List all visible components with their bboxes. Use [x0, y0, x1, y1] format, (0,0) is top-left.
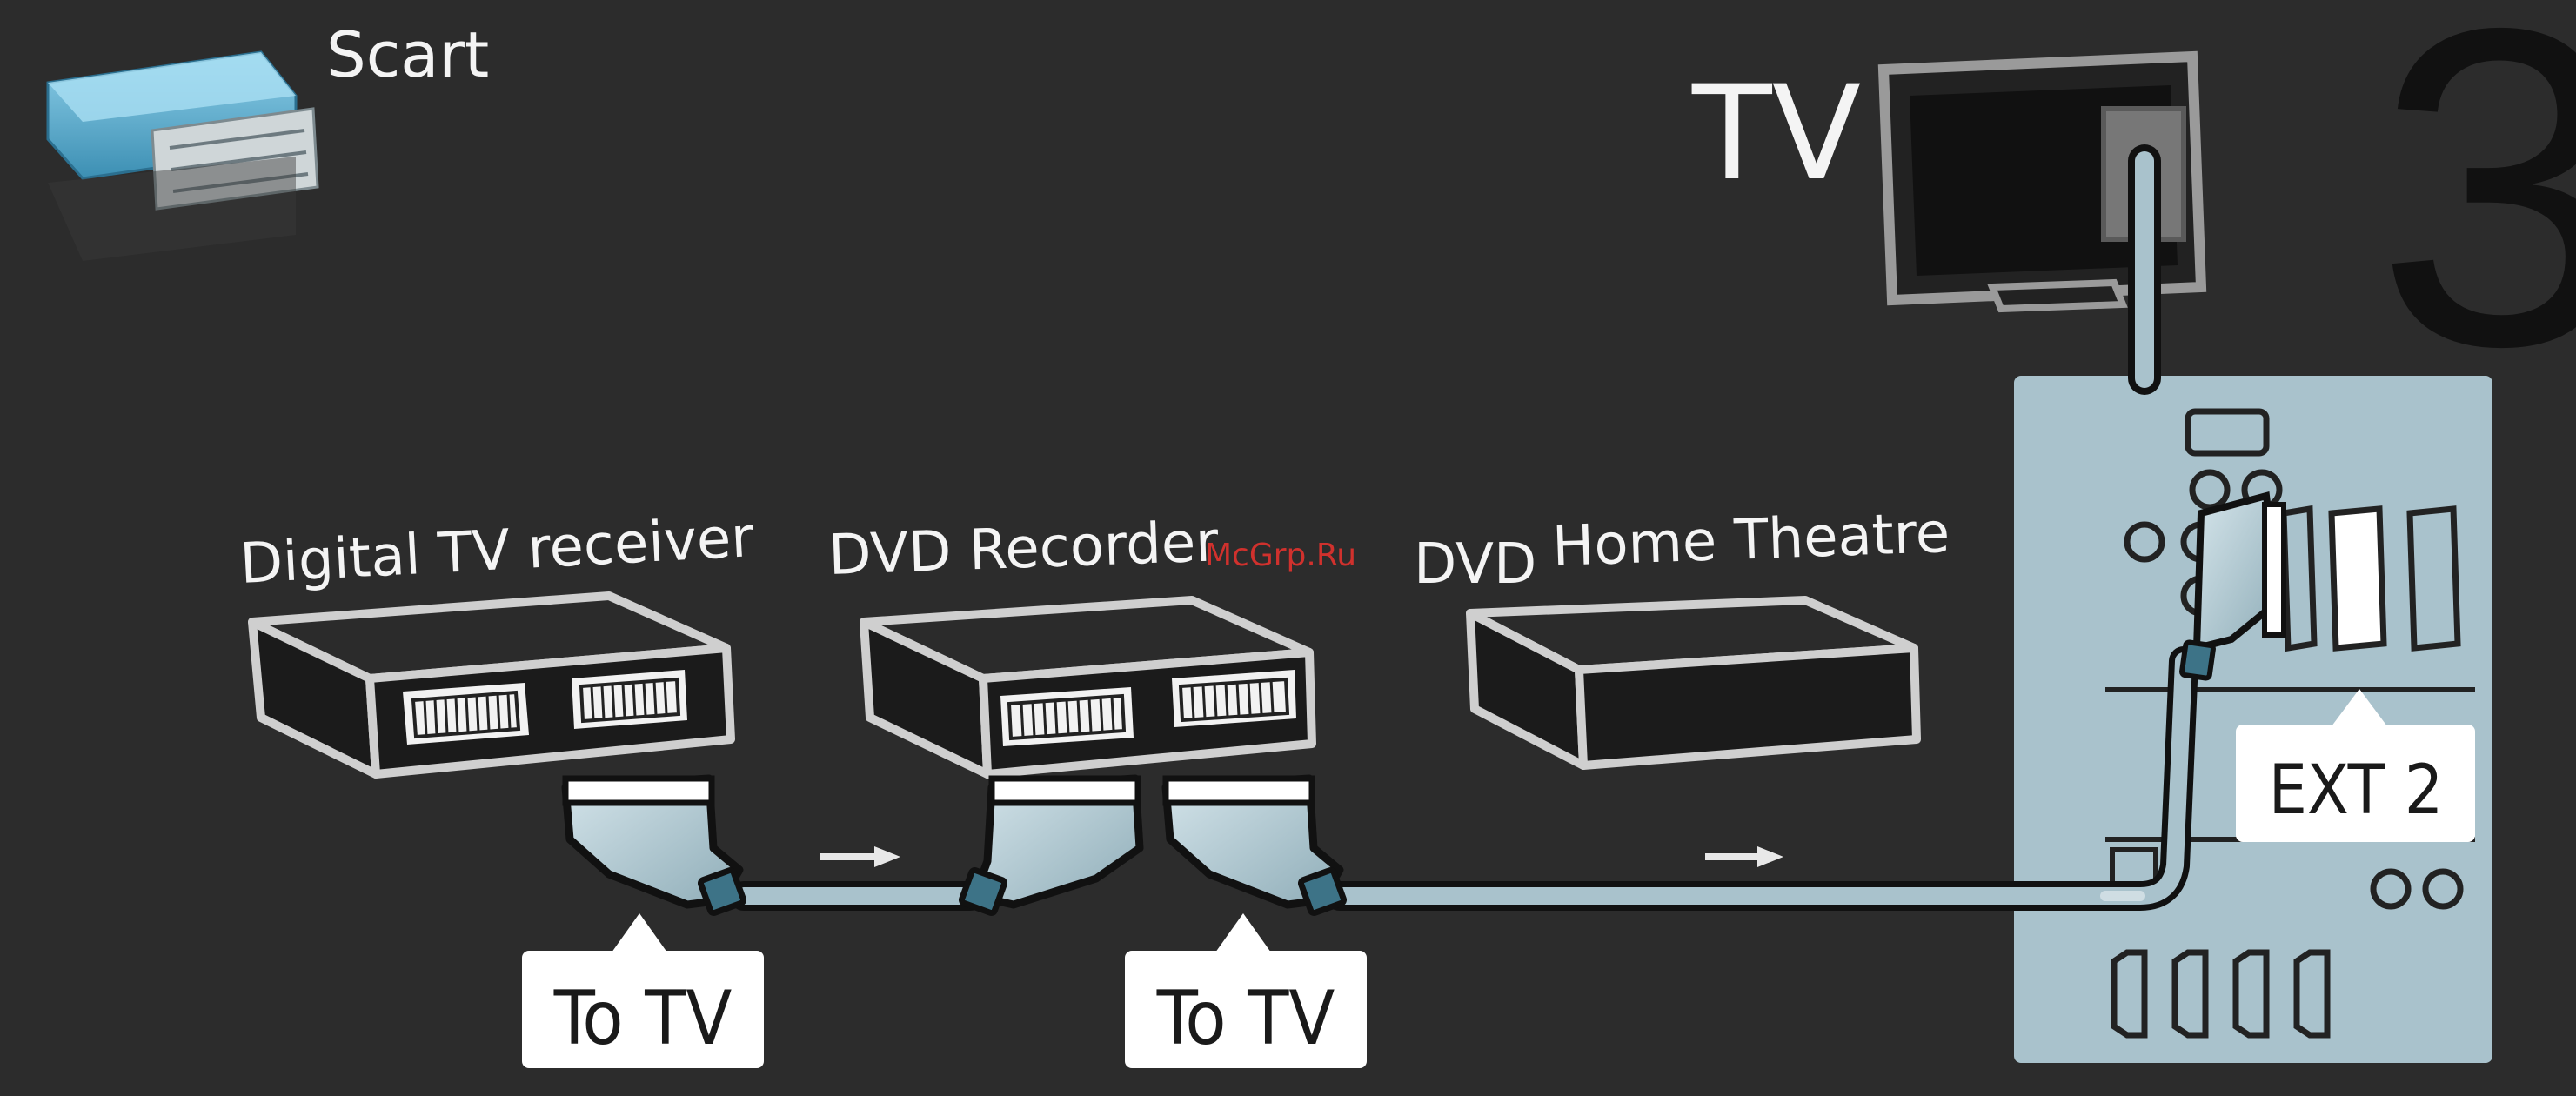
- receiver-scart-port-1: [403, 683, 529, 745]
- step-number: 3: [2375, 0, 2576, 440]
- callout-receiver-to-tv: To TV: [522, 913, 764, 1068]
- home-theatre-device: [1470, 600, 1917, 765]
- signal-arrow-2: [1705, 846, 1783, 867]
- scart-legend-label: Scart: [326, 18, 489, 91]
- recorder-scart-plug-out: [1166, 779, 1345, 914]
- callout-ext2-text: EXT 2: [2269, 752, 2444, 830]
- watermark: McGrp.Ru: [1205, 538, 1356, 573]
- receiver-scart-port-2: [572, 670, 687, 729]
- digital-tv-receiver-device: [252, 596, 731, 774]
- dvd-recorder-device: [864, 600, 1312, 774]
- recorder-scart-plug-in: [960, 779, 1140, 914]
- label-digital-tv-receiver: Digital TV receiver: [238, 505, 756, 597]
- recorder-scart-port-1: [1000, 687, 1134, 746]
- receiver-scart-plug: [565, 779, 745, 914]
- scart-connector-icon: [48, 52, 318, 261]
- label-dvd-recorder: DVD Recorder: [827, 510, 1220, 588]
- label-dvd: DVD: [1414, 532, 1536, 597]
- callout-receiver-text: To TV: [553, 975, 733, 1062]
- tv-label: TV: [1691, 58, 1861, 210]
- callout-recorder-to-tv: To TV: [1125, 913, 1367, 1068]
- tv-connection-panel: [2014, 376, 2492, 1063]
- signal-arrow-1: [820, 846, 900, 867]
- callout-recorder-text: To TV: [1156, 975, 1335, 1062]
- label-home-theatre: Home Theatre: [1551, 501, 1950, 579]
- recorder-scart-port-2: [1172, 670, 1296, 727]
